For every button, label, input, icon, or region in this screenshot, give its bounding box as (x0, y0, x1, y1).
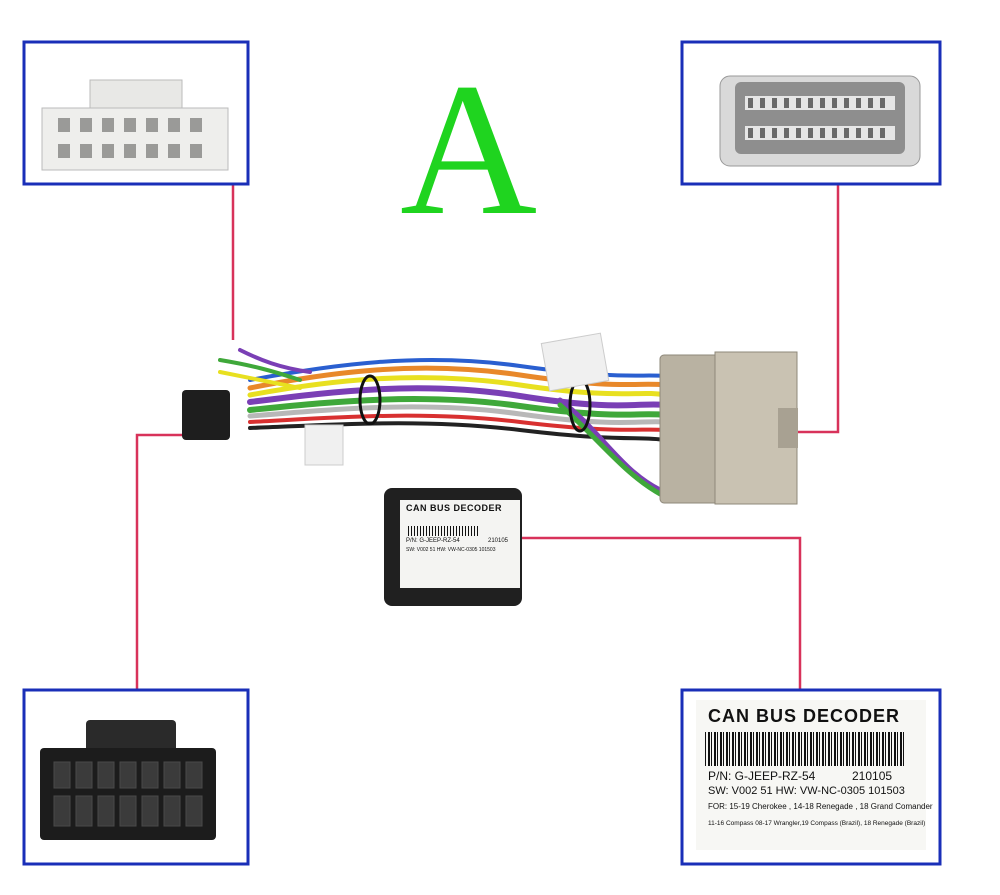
leader-lines (135, 185, 840, 690)
decoder-label-for-line2: 11-16 Compass 08-17 Wrangler,19 Compass … (708, 820, 926, 827)
leader-line-bottom-left (135, 433, 200, 690)
harness-main-connector (659, 351, 798, 505)
decoder-box-image (384, 488, 522, 606)
label-closeup-image (696, 700, 926, 850)
harness-black-plug (182, 390, 230, 440)
black-connector-image (40, 720, 216, 840)
harness-white-tag-right (540, 332, 610, 392)
white-connector-image (41, 79, 229, 171)
decoder-label-sw-hw: SW: V002 51 HW: VW-NC-0305 101503 (708, 785, 905, 797)
decoder-label-title: CAN BUS DECODER (708, 706, 901, 726)
decoder-label-for-line1: FOR: 15-19 Cherokee , 14-18 Renegade , 1… (708, 802, 933, 811)
small-decoder-sw-hw: SW: V002 51 HW: VW-NC-0305 101503 (406, 547, 496, 553)
decoder-label-part-number: P/N: G-JEEP-RZ-54 (708, 769, 816, 783)
decoder-label-date-code: 210105 (852, 769, 893, 783)
small-decoder-title: CAN BUS DECODER (406, 503, 503, 513)
wiring-harness (218, 348, 668, 498)
gray-connector-image (719, 75, 921, 167)
leader-line-top-right (795, 185, 840, 434)
harness-white-tag-left (304, 424, 344, 466)
small-decoder-part-number: P/N: G-JEEP-RZ-54 (406, 538, 460, 544)
small-decoder-date-code: 210105 (488, 538, 509, 544)
figure-letter: A (400, 45, 538, 255)
leader-line-bottom-right (520, 536, 802, 690)
